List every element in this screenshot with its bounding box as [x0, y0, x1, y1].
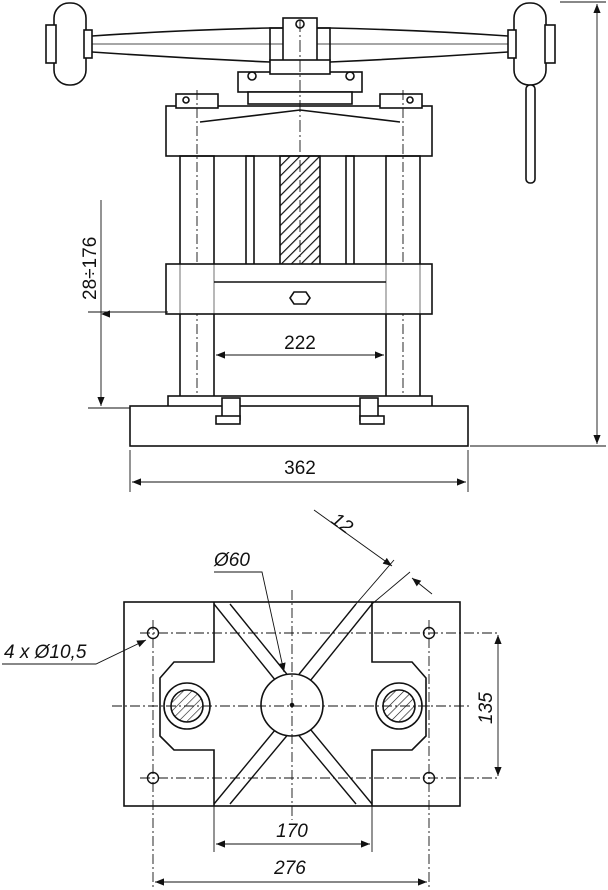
base-plate: [129, 395, 469, 447]
handwheel: [45, 2, 556, 184]
vertical-spacing-label: 135: [476, 692, 497, 724]
spindle-nut: [237, 59, 363, 105]
overall-height-dimension: [470, 1, 606, 447]
cross-recess: [159, 602, 427, 806]
inner-width-label: 222: [284, 333, 316, 354]
bore-diameter-label: Ø60: [213, 550, 250, 571]
bore-leader: [214, 571, 286, 673]
mount-hole-leader: [2, 639, 147, 665]
mount-holes-label: 4 x Ø10,5: [4, 642, 87, 663]
moving-platen: [165, 263, 433, 315]
lead-screw: [279, 20, 321, 300]
rib-width-dimension: [313, 509, 433, 605]
plan-centerlines: [112, 590, 500, 890]
plan-view: [2, 509, 502, 890]
top-crosshead: [165, 93, 433, 157]
adjust-height-dimension: [88, 200, 168, 409]
front-view: [45, 1, 606, 492]
inner-spacing-label: 170: [276, 821, 308, 842]
base-width-label: 362: [284, 458, 316, 479]
inner-spacing-dimension: [213, 806, 373, 852]
horizontal-spacing-label: 276: [273, 858, 306, 879]
adjust-height-label: 28÷176: [80, 237, 101, 300]
base-width-dimension: [129, 450, 469, 492]
rib-width-label: 12: [327, 509, 357, 539]
